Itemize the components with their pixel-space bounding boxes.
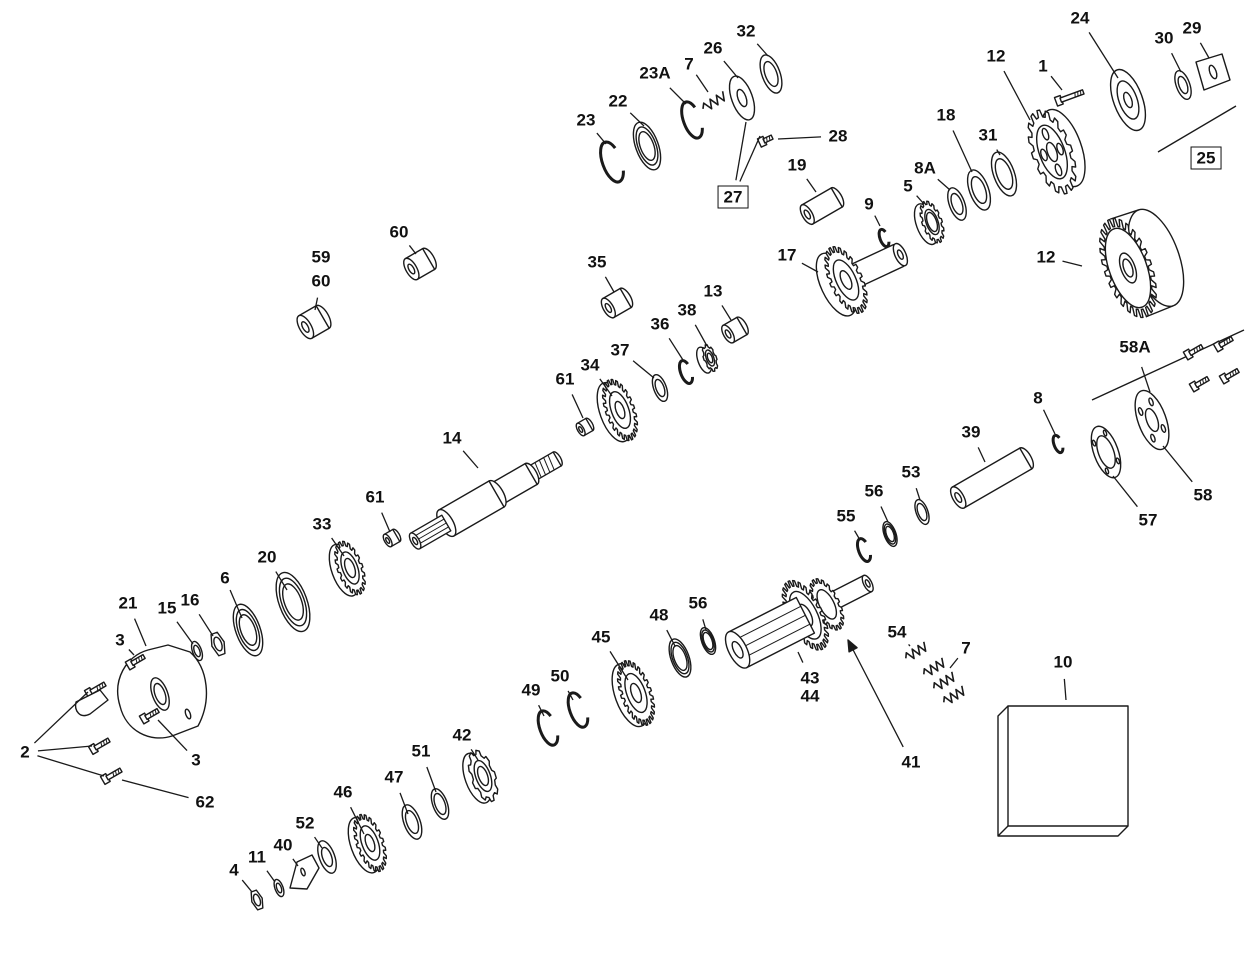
clip-2 <box>76 690 108 716</box>
washer-11 <box>272 878 286 898</box>
gear-5 <box>910 198 949 248</box>
nut-61-a <box>574 417 595 437</box>
disc-24 <box>1104 65 1153 135</box>
cam-40-hole <box>300 868 306 877</box>
screw-58a-4 <box>1219 367 1240 384</box>
clutch-drum-12 <box>1088 201 1195 325</box>
countershaft-43-44 <box>712 548 888 688</box>
plate-29-hole <box>1208 64 1219 79</box>
sprocket-12-top <box>1018 100 1095 200</box>
nut-61-b <box>381 528 402 548</box>
circlip-36 <box>677 359 694 385</box>
gear-33 <box>323 537 371 600</box>
screw-58a-1 <box>1183 343 1204 360</box>
spring-7-b2 <box>931 672 956 692</box>
plate-58 <box>1128 386 1175 454</box>
ring-31 <box>986 149 1021 199</box>
shaft-39 <box>948 445 1037 510</box>
case-10 <box>1008 706 1128 826</box>
mainshaft-14 <box>404 444 568 556</box>
ring-53 <box>912 498 932 526</box>
bracket-21-hole-b <box>184 709 192 720</box>
circlip-23a <box>677 100 705 141</box>
bearing-20 <box>269 568 316 636</box>
ring-50 <box>564 691 590 730</box>
screw-58a-3 <box>1189 375 1210 392</box>
bearing-56-c <box>697 626 718 657</box>
washer-52 <box>314 838 340 875</box>
ring-30 <box>1172 69 1195 102</box>
bushing-13 <box>719 315 751 345</box>
bolt-2-b <box>88 736 111 754</box>
circlip-9 <box>877 228 890 247</box>
spring-7-b3 <box>941 686 966 706</box>
nut-16 <box>208 631 228 657</box>
spring-54 <box>903 642 928 662</box>
screw-3-b <box>139 707 160 724</box>
bearing-48 <box>665 636 696 680</box>
gear-42 <box>457 747 504 808</box>
plug-59-60 <box>294 303 334 341</box>
ring-18 <box>963 167 995 213</box>
screw-58a-2 <box>1213 335 1234 352</box>
ring-32 <box>756 52 787 96</box>
ring-51 <box>428 787 452 822</box>
gear-17 <box>807 220 920 324</box>
washer-47 <box>398 802 426 841</box>
plate-26 <box>724 73 759 123</box>
stud-1 <box>1054 88 1084 106</box>
nut-4 <box>249 889 266 911</box>
bearing-22 <box>628 119 666 174</box>
gear-45 <box>605 656 663 732</box>
screw-3-a <box>125 653 146 670</box>
washer-37 <box>649 373 670 404</box>
case-10-back <box>998 706 1128 836</box>
bracket-21-hole <box>147 675 173 712</box>
pin-28 <box>757 133 773 147</box>
ring-49 <box>534 709 560 748</box>
circlip-23 <box>596 140 627 185</box>
ring-8a <box>944 185 970 222</box>
gear-34 <box>590 375 644 447</box>
bushing-35 <box>599 286 636 320</box>
spring-7-b1 <box>921 658 946 678</box>
bearing-6 <box>227 600 268 659</box>
spring-7-top <box>701 91 728 112</box>
plug-60 <box>401 246 440 282</box>
gear-38 <box>694 343 721 376</box>
circlip-8 <box>1051 434 1064 453</box>
bearing-56-m <box>880 520 900 548</box>
bolt-2-c <box>100 766 123 784</box>
circlip-55 <box>855 537 872 563</box>
gear-46 <box>342 810 393 878</box>
roller-19 <box>797 185 846 226</box>
gasket-57 <box>1085 422 1126 481</box>
